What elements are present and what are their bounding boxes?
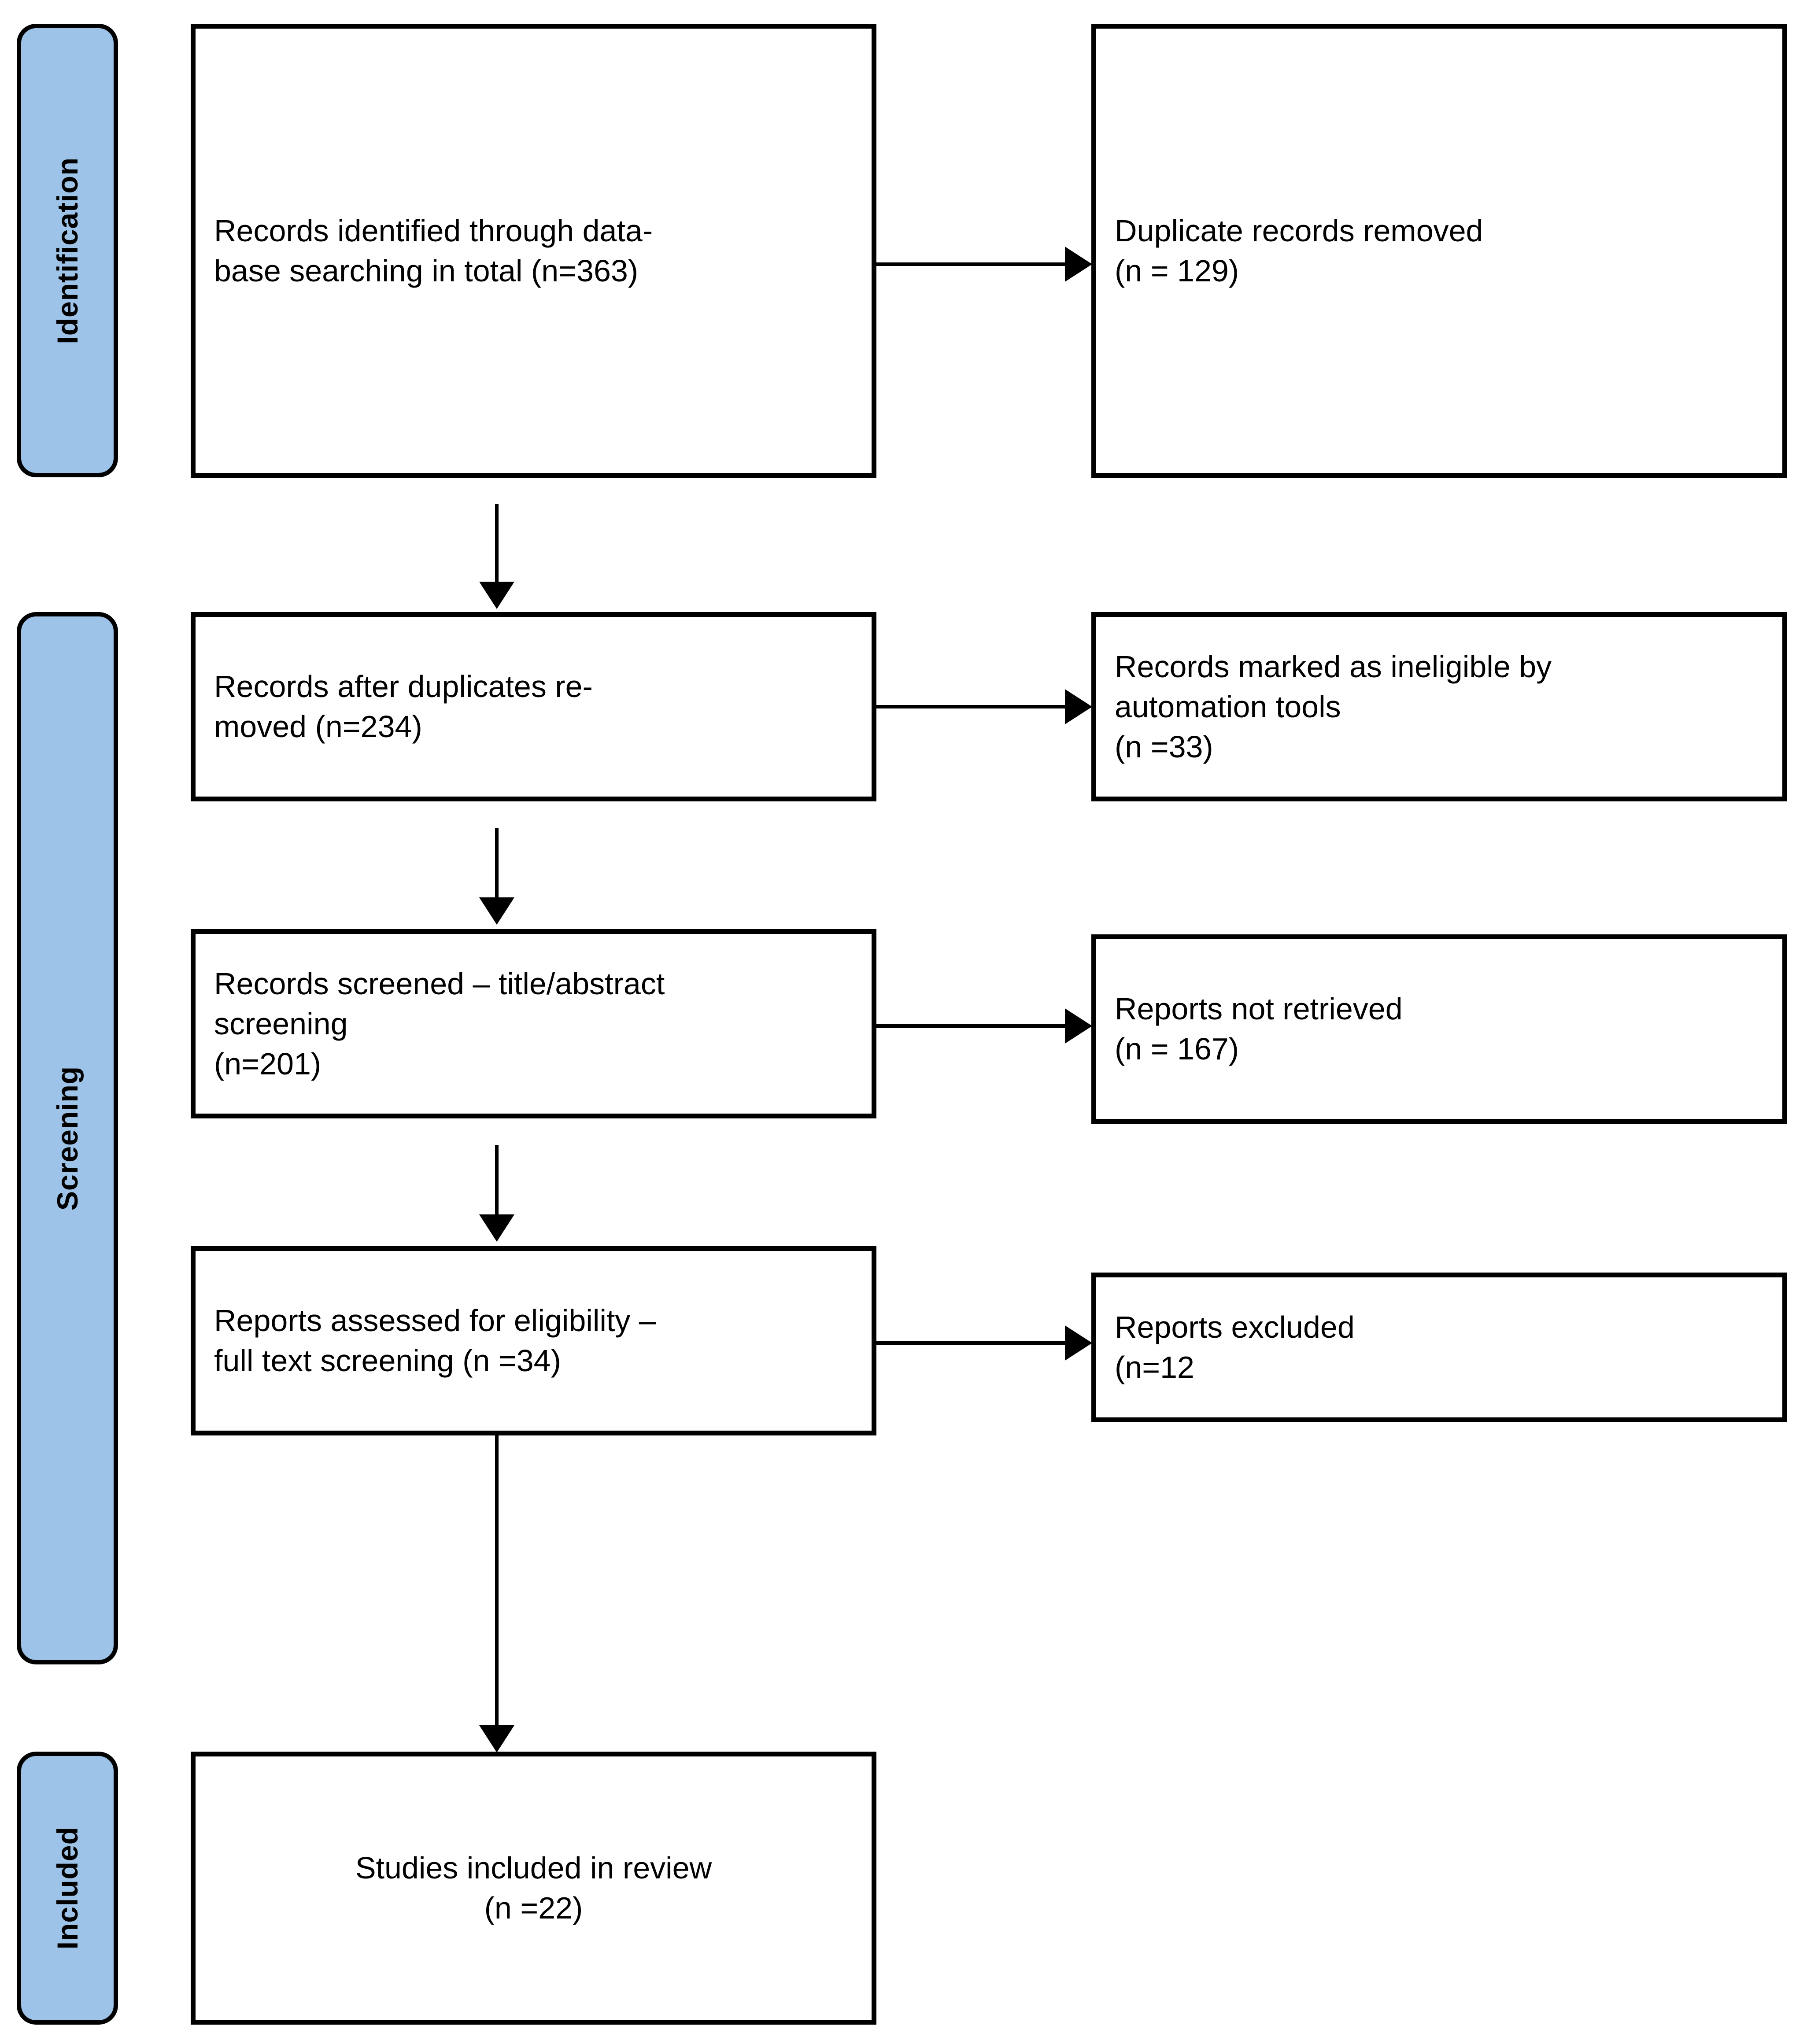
box-line: moved (n=234): [214, 709, 422, 744]
arrow-identified-to-duplicates: [876, 247, 1092, 282]
arrow-shaft: [495, 1145, 499, 1216]
arrow-shaft: [876, 1024, 1067, 1028]
box-line: (n =33): [1115, 729, 1213, 764]
box-duplicates-removed: Duplicate records removed (n = 129): [1091, 24, 1787, 478]
phase-bar-identification: Identification: [17, 24, 118, 477]
box-line: (n = 167): [1115, 1032, 1239, 1066]
arrow-head: [479, 1214, 514, 1242]
box-line: screening: [214, 1006, 348, 1041]
arrow-after-duplicates-to-screened: [479, 828, 514, 925]
arrow-shaft: [876, 705, 1067, 708]
box-line: Records after duplicates re-: [214, 669, 593, 704]
arrow-head: [1065, 1008, 1092, 1044]
arrow-screened-to-assessed: [479, 1145, 514, 1242]
box-records-identified: Records identified through data- base se…: [191, 24, 876, 478]
arrow-head: [1065, 1325, 1092, 1361]
phase-label-included: Included: [51, 1826, 84, 1950]
box-line: Records screened – title/abstract: [214, 966, 665, 1001]
arrow-shaft: [495, 504, 499, 583]
arrow-assessed-to-included: [479, 1435, 514, 1753]
box-records-screened: Records screened – title/abstract screen…: [191, 929, 876, 1118]
arrow-shaft: [495, 828, 499, 899]
box-line: (n=201): [214, 1046, 321, 1081]
box-records-after-duplicates: Records after duplicates re- moved (n=23…: [191, 612, 876, 801]
arrow-head: [1065, 689, 1092, 724]
box-line: Reports assessed for eligibility –: [214, 1303, 656, 1338]
arrow-head: [479, 582, 514, 609]
box-ineligible-automation: Records marked as ineligible by automati…: [1091, 612, 1787, 801]
arrow-shaft: [876, 262, 1067, 266]
phase-label-identification: Identification: [51, 157, 84, 344]
arrow-head: [479, 1725, 514, 1753]
arrow-screened-to-not-retrieved: [876, 1008, 1092, 1044]
box-line: base searching in total (n=363): [214, 253, 639, 288]
box-line: Reports excluded: [1115, 1310, 1355, 1344]
box-line: automation tools: [1115, 689, 1341, 724]
box-reports-excluded: Reports excluded (n=12: [1091, 1273, 1787, 1422]
arrow-head: [1065, 247, 1092, 282]
box-line: Reports not retrieved: [1115, 992, 1403, 1026]
arrow-after-duplicates-to-ineligible: [876, 689, 1092, 724]
box-line: (n = 129): [1115, 253, 1239, 288]
phase-label-screening: Screening: [51, 1066, 84, 1211]
phase-bar-screening: Screening: [17, 612, 118, 1664]
box-line: Studies included in review: [355, 1851, 712, 1885]
box-reports-not-retrieved: Reports not retrieved (n = 167): [1091, 934, 1787, 1124]
box-line: full text screening (n =34): [214, 1343, 561, 1378]
box-line: (n =22): [484, 1891, 583, 1925]
arrow-shaft: [876, 1341, 1067, 1345]
box-line: (n=12: [1115, 1350, 1194, 1384]
box-reports-assessed: Reports assessed for eligibility – full …: [191, 1246, 876, 1435]
box-studies-included: Studies included in review (n =22): [191, 1752, 876, 2025]
box-line: Records identified through data-: [214, 213, 653, 248]
arrow-shaft: [495, 1435, 499, 1727]
arrow-identified-to-after-duplicates: [479, 504, 514, 609]
arrow-assessed-to-excluded: [876, 1325, 1092, 1361]
arrow-head: [479, 897, 514, 925]
phase-bar-included: Included: [17, 1752, 118, 2025]
box-line: Duplicate records removed: [1115, 213, 1483, 248]
box-line: Records marked as ineligible by: [1115, 649, 1552, 684]
